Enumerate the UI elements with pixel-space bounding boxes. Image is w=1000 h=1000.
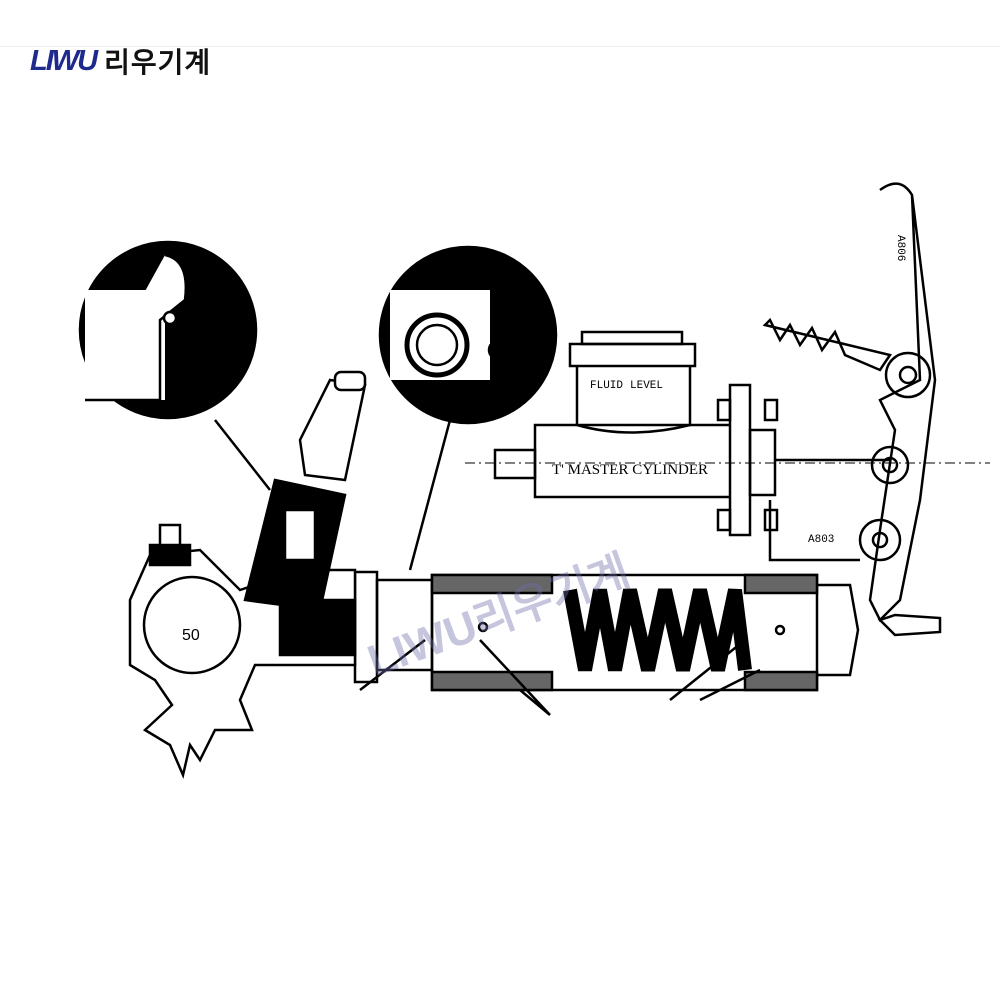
label-master-cylinder: T' MASTER CYLINDER bbox=[552, 462, 708, 478]
label-a803: A803 bbox=[808, 534, 834, 546]
master-cylinder bbox=[465, 330, 990, 537]
header-bar bbox=[0, 0, 1000, 47]
logo[interactable]: LIWU 리우기계 bbox=[30, 44, 212, 79]
label-level: LEVEL bbox=[630, 380, 663, 392]
detail-circle-right bbox=[378, 245, 558, 571]
logo-text-en: LIWU bbox=[30, 44, 98, 77]
pedal bbox=[762, 182, 942, 637]
release-fork bbox=[128, 370, 367, 779]
detail-circle-left bbox=[78, 240, 271, 491]
label-a806: A806 bbox=[894, 235, 906, 261]
label-fluid: FLUID bbox=[590, 380, 623, 392]
slave-cylinder bbox=[353, 570, 860, 716]
label-50: 50 bbox=[182, 627, 200, 644]
logo-text-ko: 리우기계 bbox=[104, 47, 212, 78]
